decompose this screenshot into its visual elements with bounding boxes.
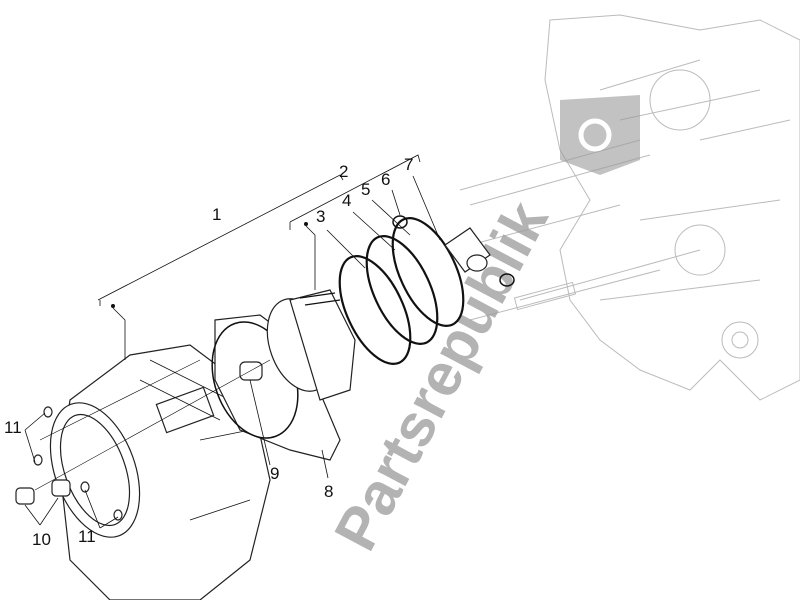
gear-icon: [560, 95, 640, 175]
callout-8: 8: [324, 482, 333, 501]
watermark: Partsrepublik: [321, 95, 640, 561]
watermark-text: Partsrepublik: [321, 190, 560, 561]
dowel-10a: [15, 487, 35, 505]
callout-7: 7: [404, 155, 413, 174]
dowel-10b: [51, 479, 71, 497]
pin-bush-part: [239, 361, 263, 381]
callout-5: 5: [361, 180, 370, 199]
piston-pin-part: [444, 227, 491, 273]
engine-background: [459, 14, 800, 401]
callout-2: 2: [339, 162, 348, 181]
callout-11a: 11: [4, 418, 22, 437]
ring-3: [338, 255, 412, 365]
piston-part: [266, 289, 356, 401]
ring-4: [365, 235, 439, 345]
callout-4: 4: [342, 191, 351, 210]
callout-3: 3: [316, 207, 325, 226]
callout-1: 1: [212, 205, 221, 224]
clip-6a: [392, 215, 408, 229]
clip-6b: [499, 273, 515, 287]
callout-11b: 11: [78, 527, 96, 546]
callout-6: 6: [381, 170, 390, 189]
leader-lines: [24, 154, 441, 529]
callout-9: 9: [270, 464, 279, 483]
callouts: 1 2 3 4 5 6 7 8 9 10 11 11: [4, 155, 413, 549]
cylinder-part: [49, 344, 271, 600]
callout-10: 10: [32, 530, 51, 549]
ring-5: [391, 217, 465, 327]
